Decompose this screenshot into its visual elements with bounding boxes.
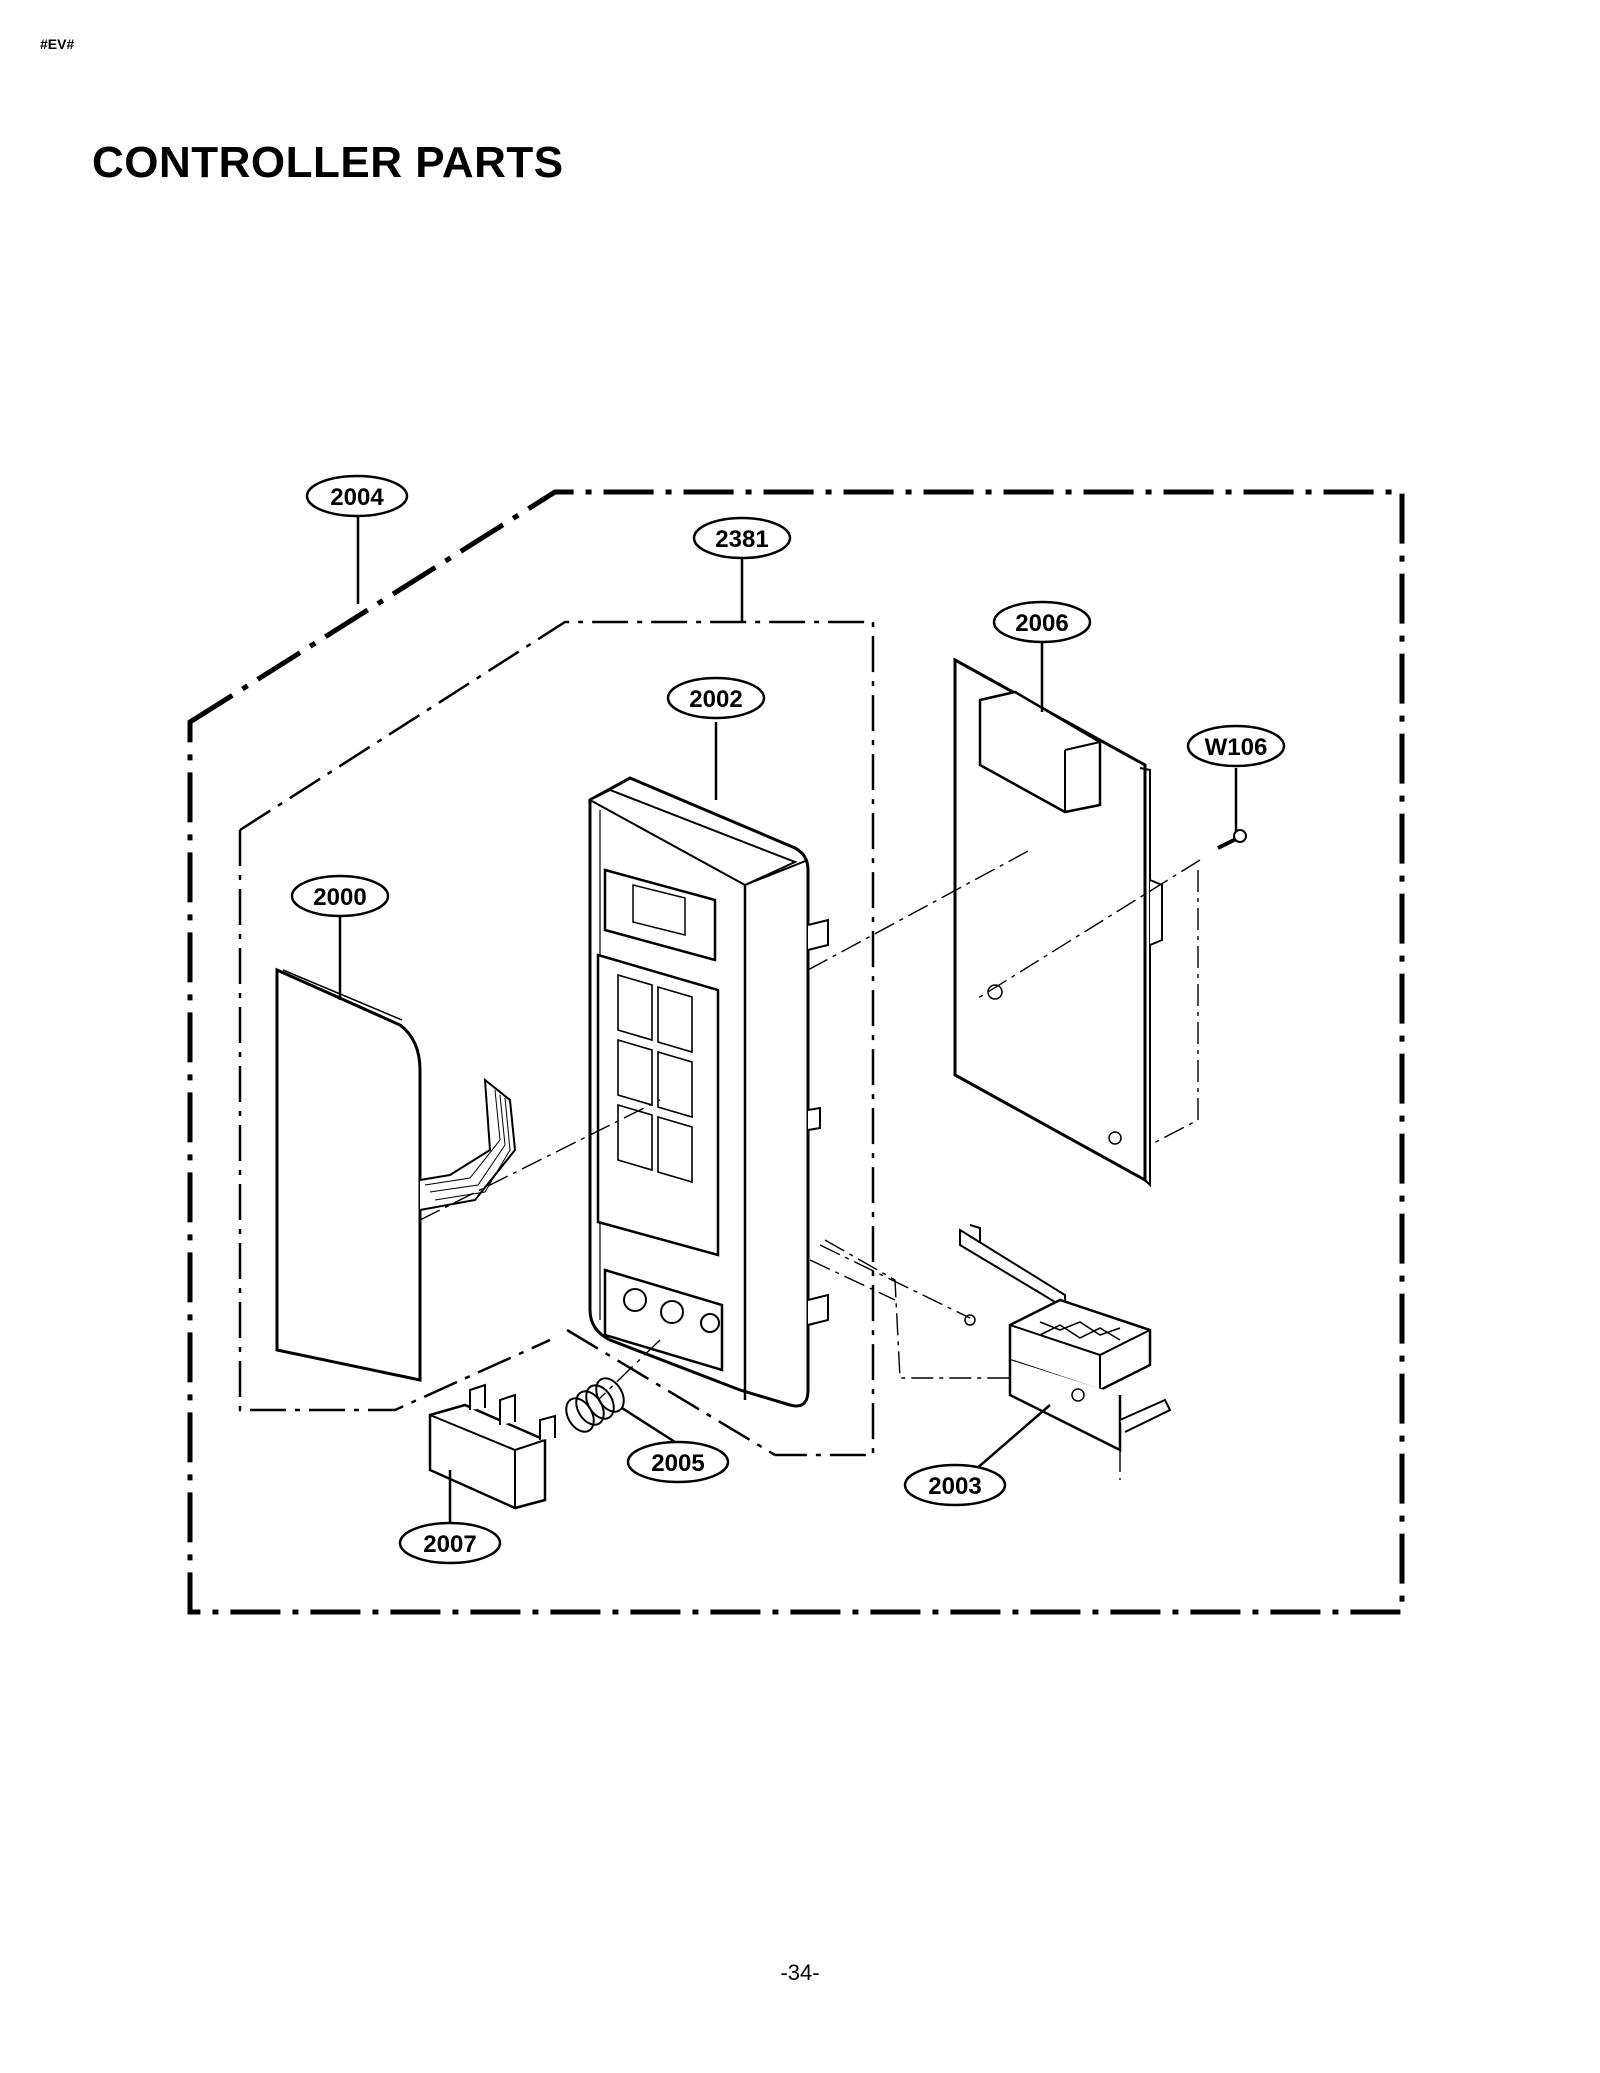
leader-lines xyxy=(338,516,1238,1535)
callout-2006: 2006 xyxy=(992,600,1092,644)
part-W106-screw xyxy=(1217,829,1247,850)
callout-2003: 2003 xyxy=(903,1463,1007,1507)
explosion-lines xyxy=(419,849,1201,1480)
callout-2007: 2007 xyxy=(398,1521,502,1565)
svg-text:2381: 2381 xyxy=(715,526,768,553)
callout-2005: 2005 xyxy=(626,1440,730,1484)
callout-2002: 2002 xyxy=(666,676,766,720)
callout-W106: W106 xyxy=(1186,724,1286,768)
svg-text:2004: 2004 xyxy=(330,484,384,511)
page-number: -34- xyxy=(780,1960,820,1985)
svg-text:2003: 2003 xyxy=(928,1473,981,1500)
svg-text:2007: 2007 xyxy=(423,1531,476,1558)
part-2007-push-button xyxy=(428,1383,556,1510)
callout-2381: 2381 xyxy=(692,516,792,560)
svg-text:W106: W106 xyxy=(1205,734,1268,761)
part-2000-membrane xyxy=(275,967,517,1382)
document-tag: #EV# xyxy=(40,36,75,52)
part-2006-pcb xyxy=(953,657,1163,1188)
callout-2000: 2000 xyxy=(290,874,390,918)
subassembly-boundary-2381 xyxy=(239,620,875,1457)
assembly-boundary-2004 xyxy=(187,489,1405,1615)
part-2003-holder xyxy=(959,1224,1172,1453)
subassembly-boundary-2381-lower xyxy=(238,830,551,1412)
part-2002-control-panel xyxy=(587,776,829,1408)
part-2005-spring xyxy=(565,1377,625,1433)
svg-text:2000: 2000 xyxy=(313,884,366,911)
svg-text:2005: 2005 xyxy=(651,1450,704,1477)
callouts: 2004 2381 2006 2002 W106 2000 2005 2003 xyxy=(290,474,1286,1565)
svg-text:2006: 2006 xyxy=(1015,610,1068,637)
callout-2004: 2004 xyxy=(305,474,409,518)
page-title: CONTROLLER PARTS xyxy=(92,138,564,187)
svg-text:2002: 2002 xyxy=(689,686,742,713)
